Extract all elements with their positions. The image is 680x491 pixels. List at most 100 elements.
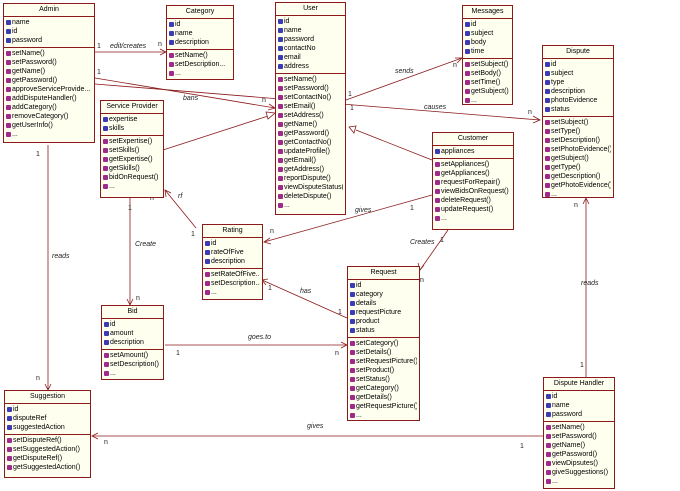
attribute-icon xyxy=(350,309,355,315)
operation-row: updateRequest() xyxy=(435,205,511,214)
operation-icon xyxy=(546,442,551,448)
operation-icon xyxy=(278,139,283,145)
attribute-row: name xyxy=(546,401,612,410)
operation-name: bidOnRequest() xyxy=(109,174,159,181)
operation-icon xyxy=(545,164,550,170)
attribute-icon xyxy=(350,327,355,333)
operation-row: getPassword() xyxy=(6,76,92,85)
class-title: Admin xyxy=(4,4,94,17)
operation-name: deleteRequest() xyxy=(441,197,491,204)
operation-row: setDescription() xyxy=(545,136,611,145)
mult-rating-sp-n: n xyxy=(150,195,154,202)
operation-name: getContactNo() xyxy=(284,139,332,146)
attribute-icon xyxy=(7,424,12,430)
operation-row: approveServiceProvide... xyxy=(6,85,92,94)
label-reads-left: reads xyxy=(52,253,70,260)
operation-icon xyxy=(6,122,11,128)
operation-name: ... xyxy=(441,215,447,222)
arrow-customer-rating xyxy=(263,237,272,245)
operation-icon xyxy=(6,95,11,101)
operation-name: viewDipsutes() xyxy=(552,460,598,467)
attribute-name: password xyxy=(552,411,582,418)
operation-row: setContactNo() xyxy=(278,93,343,102)
operations-section: setName()setPassword()getName()getPasswo… xyxy=(544,421,614,488)
operation-row: setPassword() xyxy=(6,58,92,67)
operation-name: setName() xyxy=(284,76,317,83)
attribute-name: requestPicture xyxy=(356,309,402,316)
class-title: Customer xyxy=(433,133,513,146)
operation-name: setName() xyxy=(175,52,208,59)
operation-icon xyxy=(169,61,174,67)
operation-icon xyxy=(104,361,109,367)
operation-icon xyxy=(350,367,355,373)
attribute-icon xyxy=(546,402,551,408)
operation-icon xyxy=(435,206,440,212)
mult-sp-bid-n: n xyxy=(136,295,140,302)
operation-icon xyxy=(435,179,440,185)
operation-icon xyxy=(465,61,470,67)
arrow-customer-request xyxy=(417,262,425,271)
attribute-name: description xyxy=(551,88,585,95)
attribute-row: address xyxy=(278,62,343,71)
operation-name: addCategory() xyxy=(12,104,57,111)
attribute-name: body xyxy=(471,39,487,46)
attribute-name: disputeRef xyxy=(13,415,47,422)
attribute-row: id xyxy=(7,405,88,414)
operation-row: reportDispute() xyxy=(278,174,343,183)
operation-row: deleteRequest() xyxy=(435,196,511,205)
operation-row: viewDisputeStatus() xyxy=(278,183,343,192)
attribute-name: category xyxy=(356,291,383,298)
operation-icon xyxy=(465,79,470,85)
operation-row: getUserInfo() xyxy=(6,121,92,130)
class-customer[interactable]: Customer appliances setAppliances()getAp… xyxy=(432,132,514,230)
attribute-icon xyxy=(465,21,470,27)
operation-icon xyxy=(278,94,283,100)
mult-handler-dispute-n: n xyxy=(574,202,578,209)
operation-row: setSubject() xyxy=(545,118,611,127)
attribute-row: expertise xyxy=(103,115,161,124)
operation-name: getSuggestedAction() xyxy=(13,464,81,471)
operation-name: getRequestPicture() xyxy=(356,403,417,410)
mult-customer-rating-n: n xyxy=(270,228,274,235)
attribute-name: id xyxy=(13,406,19,413)
attribute-name: name xyxy=(175,30,193,37)
operation-icon xyxy=(350,412,355,418)
operation-icon xyxy=(7,455,12,461)
class-title: User xyxy=(276,3,345,16)
attribute-name: name xyxy=(552,402,570,409)
attribute-icon xyxy=(350,300,355,306)
operation-icon xyxy=(546,478,551,484)
inherit-customer-user xyxy=(355,129,433,161)
operation-icon xyxy=(278,184,283,190)
operation-name: addDisputeHandler() xyxy=(12,95,77,102)
class-title: Rating xyxy=(203,225,262,238)
attribute-name: amount xyxy=(110,330,134,337)
operation-name: ... xyxy=(551,191,557,198)
attribute-row: rateOfFive xyxy=(205,248,260,257)
operation-name: getName() xyxy=(284,121,318,128)
operation-row: giveSuggestions() xyxy=(546,468,612,477)
operation-icon xyxy=(278,85,283,91)
attribute-name: description xyxy=(211,258,245,265)
operation-name: viewDisputeStatus() xyxy=(284,184,343,191)
operation-icon xyxy=(278,157,283,163)
attribute-name: id xyxy=(110,321,116,328)
assoc-admin-user xyxy=(94,77,276,109)
attribute-icon xyxy=(205,249,210,255)
attribute-row: suggestedAction xyxy=(7,423,88,432)
mult-rating-request-1: 1 xyxy=(268,285,272,292)
operation-name: getAddress() xyxy=(284,166,325,173)
